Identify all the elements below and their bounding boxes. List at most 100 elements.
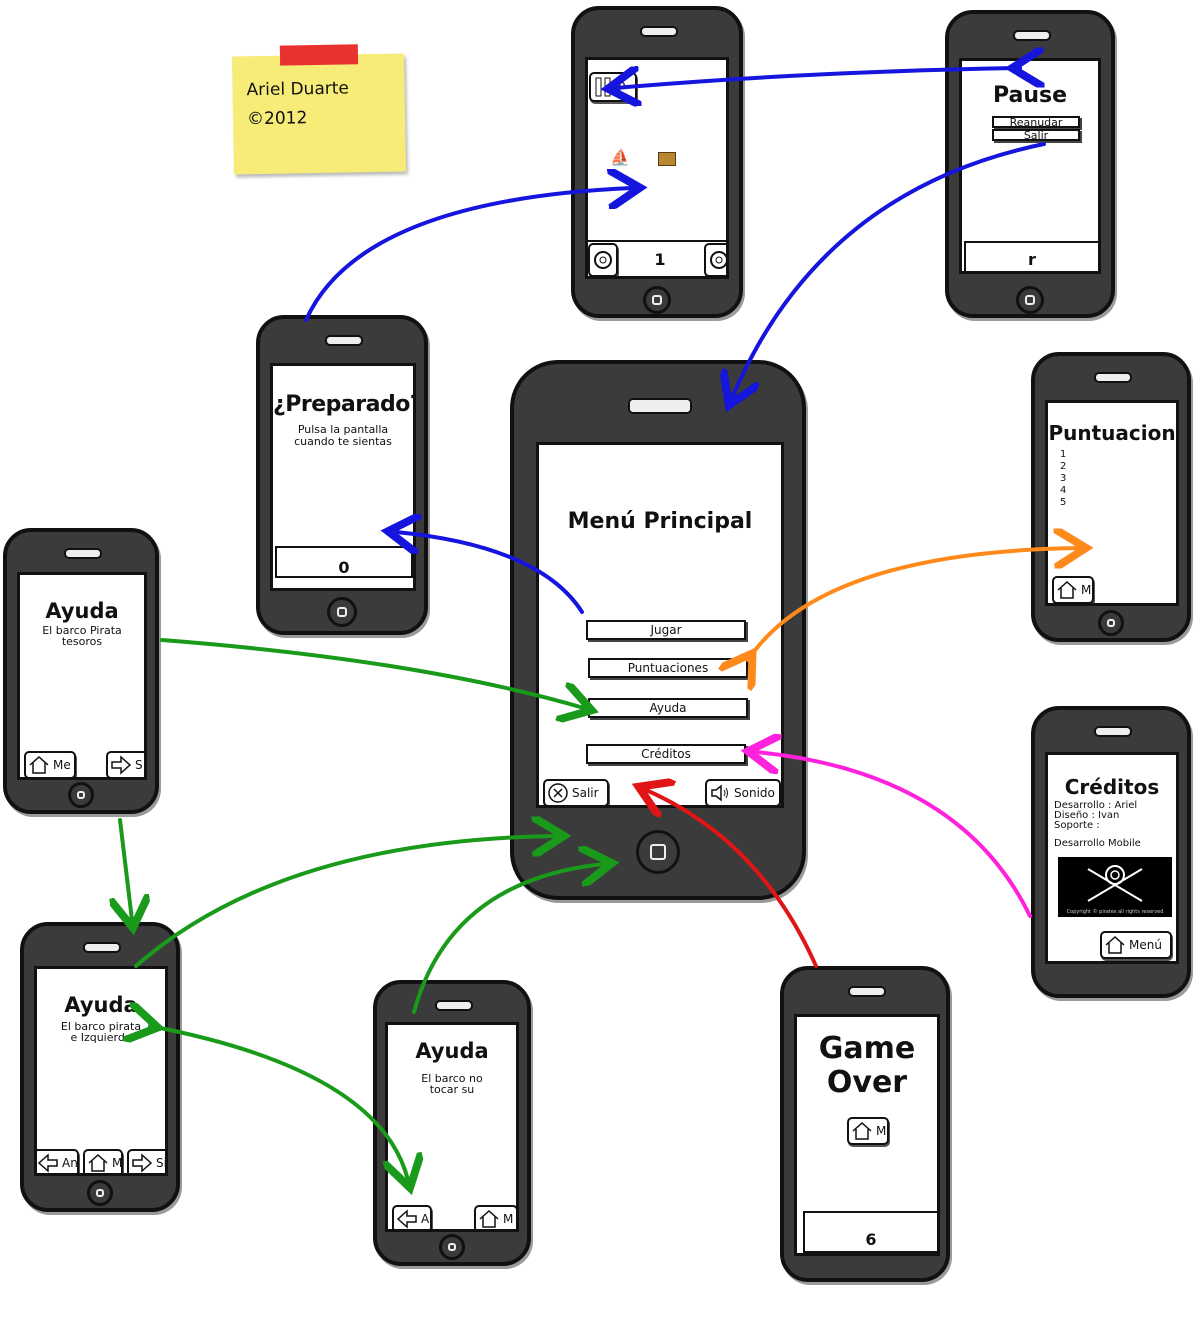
ready-line-1: Pulsa la pantalla <box>297 423 389 436</box>
score-item: 5 <box>1060 497 1067 508</box>
scores-title: Puntuacion <box>1048 421 1176 445</box>
scores-button[interactable]: Puntuaciones <box>588 658 748 678</box>
ready-title: ¿Preparado? <box>273 392 416 417</box>
help-2-line-1: El barco pirata <box>60 1020 142 1033</box>
resume-button[interactable]: Reanudar <box>992 116 1080 128</box>
house-icon <box>29 755 49 774</box>
screen-pause: Pause Reanudar Salir r <box>959 58 1101 274</box>
exit-button[interactable]: Salir <box>543 779 609 805</box>
phone-game: P ⛵ 1 <box>571 6 743 318</box>
note-year: ©2012 <box>246 108 308 130</box>
score-item: 4 <box>1060 485 1067 496</box>
speaker <box>1013 30 1051 41</box>
help-2-line-2: e Izquierda <box>70 1031 132 1044</box>
home-button <box>643 286 671 314</box>
house-icon <box>479 1209 499 1228</box>
phone-help-3: Ayuda El barco no tocar su A M <box>373 980 531 1266</box>
ready-bar: 0 <box>275 546 413 578</box>
treasure-icon <box>658 152 676 166</box>
phone-help-2: Ayuda El barco pirata e Izquierda An M S… <box>20 922 180 1212</box>
credits-button[interactable]: Créditos <box>586 744 746 764</box>
help-3-prev-button[interactable]: A <box>392 1205 432 1229</box>
phone-credits: Créditos Desarrollo : Ariel Diseño : Iva… <box>1031 706 1191 998</box>
pause-button[interactable]: P <box>589 72 637 102</box>
screen-help-1: Ayuda El barco Pirata tesoros Me S <box>17 572 147 780</box>
screen-scores: Puntuacion 1 2 3 4 5 M <box>1045 400 1179 606</box>
speaker <box>628 398 692 414</box>
ready-line-2: cuando te sientas <box>294 435 392 448</box>
phone-ready: ¿Preparado? Pulsa la pantalla cuando te … <box>256 315 428 635</box>
screen-main-menu: Menú Principal Jugar Puntuaciones Ayuda … <box>536 442 784 808</box>
note-author: Ariel Duarte <box>246 78 350 101</box>
help-1-next-button[interactable]: S <box>106 751 144 777</box>
pause-bar: r <box>964 241 1098 271</box>
speaker-icon <box>711 784 728 802</box>
phone-scores: Puntuacion 1 2 3 4 5 M <box>1031 352 1191 642</box>
right-control-button[interactable] <box>704 243 726 276</box>
phone-game-over: Game Over M 6 <box>780 966 950 1282</box>
score-item: 3 <box>1060 473 1067 484</box>
pirate-logo-image: Copyright © pirates all rights reserved <box>1058 857 1172 917</box>
help-3-line-2: tocar su <box>429 1083 475 1096</box>
gear-icon <box>710 251 726 269</box>
speaker <box>83 942 121 953</box>
game-over-title-1: Game <box>818 1031 916 1066</box>
exit-label: Salir <box>572 786 599 800</box>
home-button <box>439 1234 465 1260</box>
home-button <box>636 830 680 874</box>
screen-credits: Créditos Desarrollo : Ariel Diseño : Iva… <box>1045 752 1179 964</box>
arrow-help2-to-menu <box>134 836 556 968</box>
credits-menu-button[interactable]: Menú <box>1100 931 1172 959</box>
credits-line: Soporte : <box>1054 820 1100 831</box>
help-1-line-2: tesoros <box>61 635 103 648</box>
sound-button[interactable]: Sonido <box>705 779 781 805</box>
home-button <box>87 1180 113 1206</box>
image-caption: Copyright © pirates all rights reserved <box>1066 909 1164 915</box>
close-icon <box>548 783 568 803</box>
game-over-title-2: Over <box>826 1065 908 1100</box>
credits-line: Diseño : Ivan <box>1054 810 1120 821</box>
arrow-left-icon <box>396 1209 417 1229</box>
screen-ready: ¿Preparado? Pulsa la pantalla cuando te … <box>270 363 416 591</box>
score-item: 1 <box>1060 449 1067 460</box>
help-2-next-button[interactable]: Si <box>127 1149 165 1173</box>
gear-icon <box>594 251 612 269</box>
left-control-button[interactable] <box>588 243 618 276</box>
home-button <box>327 597 357 627</box>
phone-main-menu: Menú Principal Jugar Puntuaciones Ayuda … <box>510 360 806 900</box>
main-menu-title: Menú Principal <box>567 509 753 534</box>
game-over-menu-button[interactable]: M <box>847 1117 889 1145</box>
pause-exit-button[interactable]: Salir <box>992 129 1080 141</box>
screen-game-over: Game Over M 6 <box>794 1014 940 1256</box>
help-3-menu-button[interactable]: M <box>474 1205 516 1229</box>
phone-help-1: Ayuda El barco Pirata tesoros Me S <box>3 528 159 814</box>
screen-help-2: Ayuda El barco pirata e Izquierda An M S… <box>34 966 168 1176</box>
help-1-title: Ayuda <box>45 599 119 623</box>
speaker <box>848 986 886 997</box>
ship-icon: ⛵ <box>610 148 630 167</box>
sound-label: Sonido <box>734 786 775 800</box>
help-2-menu-button[interactable]: M <box>83 1149 123 1173</box>
help-1-line-1: El barco Pirata <box>42 624 122 637</box>
house-icon <box>1057 580 1077 599</box>
screen-game: P ⛵ 1 <box>585 57 729 279</box>
speaker <box>64 548 102 559</box>
screen-help-3: Ayuda El barco no tocar su A M <box>385 1022 519 1232</box>
crossed-swords-icon <box>1087 865 1143 902</box>
speaker <box>325 335 363 346</box>
help-button[interactable]: Ayuda <box>588 698 748 718</box>
speaker <box>1094 726 1132 737</box>
credits-title: Créditos <box>1064 775 1160 799</box>
help-3-title: Ayuda <box>415 1039 489 1063</box>
home-button <box>1098 610 1124 636</box>
pause-title: Pause <box>992 83 1068 108</box>
house-icon <box>88 1153 108 1172</box>
home-button <box>1016 286 1044 314</box>
arrow-left-icon <box>37 1153 58 1173</box>
play-button[interactable]: Jugar <box>586 620 746 640</box>
arrow-help2-help3 <box>150 1026 408 1180</box>
help-1-menu-button[interactable]: Me <box>24 751 76 777</box>
speaker <box>435 1000 473 1011</box>
help-2-prev-button[interactable]: An <box>37 1149 79 1173</box>
scores-home-button[interactable]: M <box>1052 576 1094 603</box>
